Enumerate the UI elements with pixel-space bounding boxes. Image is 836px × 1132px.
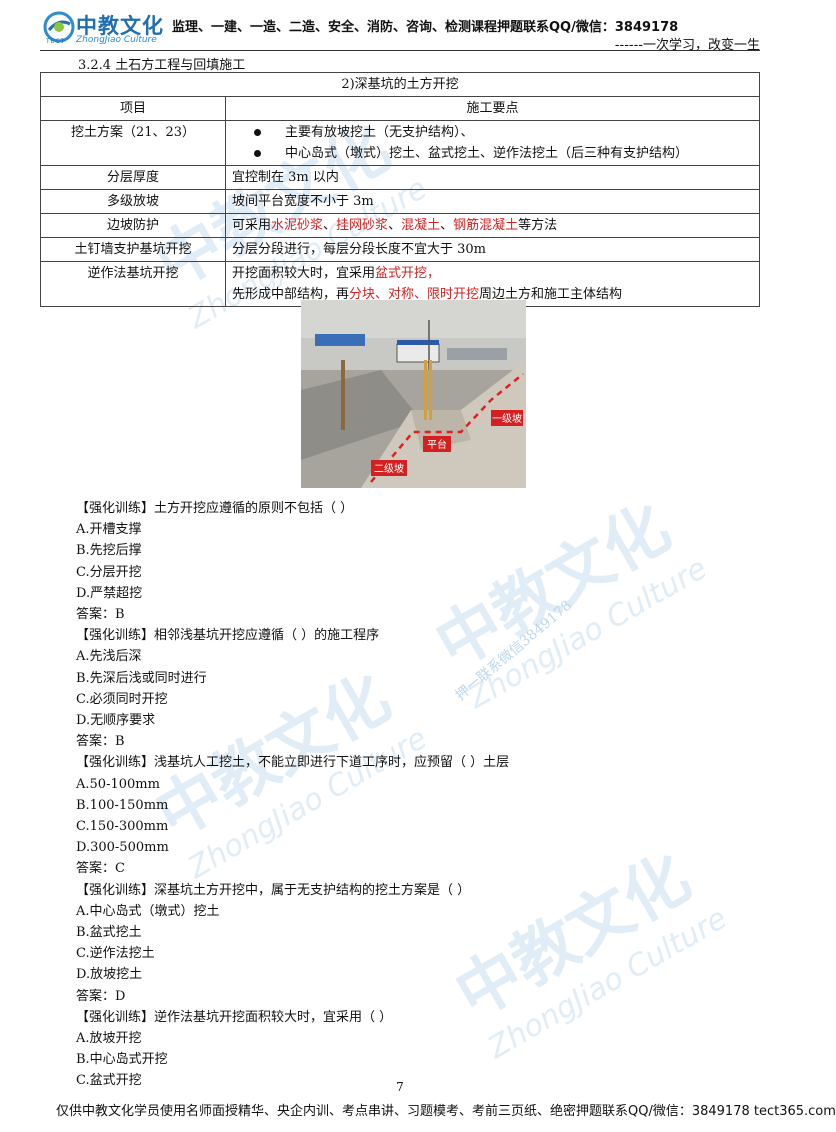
list-item: C.盆式开挖 [76,1073,142,1089]
row-content: 主要有放坡挖土（无支护结构）、 中心岛式（墩式）挖土、盆式挖土、逆作法挖土（后三… [225,120,760,166]
row-content: 分层分段进行，每层分段长度不宜大于 30m [225,237,760,262]
highlight: 分块、对称、限时开挖 [349,287,480,302]
list-item: B.先挖后撑 [76,543,142,559]
row-content: 可采用水泥砂浆、挂网砂浆、混凝土、钢筋混凝土等方法 [225,213,760,238]
separator: 、 [440,218,454,233]
list-item: B.先深后浅或同时进行 [76,670,207,686]
highlight: 混凝土 [401,218,441,233]
header-contact: 监理、一建、一造、二造、安全、消防、咨询、检测课程押题联系QQ/微信：38491… [172,20,679,35]
list-item: 答案：D [76,988,126,1004]
list-item: A.先浅后深 [76,649,142,665]
excavation-illustration: 一级坡 平台 二级坡 [301,300,526,488]
page-header: 中教文化 ZhongJiao Culture TECT 监理、一建、一造、二造、… [40,8,760,53]
row-label: 挖土方案（21、23） [40,120,226,166]
list-item: A.50-100mm [76,776,160,792]
photo-label-top: 一级坡 [492,412,522,425]
table-row: 逆作法基坑开挖 开挖面积较大时，宜采用盆式开挖， 先形成中部结构，再分块、对称、… [40,261,760,307]
list-item: 答案：C [76,861,125,877]
table-row: 多级放坡 坡间平台宽度不小于 3m [40,189,760,214]
text: 开挖面积较大时，宜采用 [232,266,376,281]
label-bg [371,460,407,476]
table-caption-row: 2)深基坑的土方开挖 [40,72,760,97]
table-row: 土钉墙支护基坑开挖 分层分段进行，每层分段长度不宜大于 30m [40,237,760,262]
photo-label-mid: 平台 [427,438,447,451]
list-item: C.分层开挖 [76,564,142,580]
table-row: 边坡防护 可采用水泥砂浆、挂网砂浆、混凝土、钢筋混凝土等方法 [40,213,760,238]
list-item: 【强化训练】深基坑土方开挖中，属于无支护结构的挖土方案是（ ） [76,882,471,898]
list-item: C.150-300mm [76,819,169,835]
list-item: D.300-500mm [76,840,169,856]
bullet-text: 主要有放坡挖土（无支护结构）、 [285,125,474,140]
list-item: D.放坡挖土 [76,967,143,983]
line: 先形成中部结构，再分块、对称、限时开挖周边土方和施工主体结构 [232,284,753,305]
bullet-text: 中心岛式（墩式）挖土、盆式挖土、逆作法挖土（后三种有支护结构） [285,146,689,161]
list-item: A.开槽支撑 [76,522,142,538]
logo-subtext: ZhongJiao Culture [76,35,157,45]
highlight: 挂网砂浆 [336,218,389,233]
list-item: A.放坡开挖 [76,1031,142,1047]
bullet-item: 中心岛式（墩式）挖土、盆式挖土、逆作法挖土（后三种有支护结构） [232,143,753,164]
header-slogan: ------一次学习，改变一生 [614,38,760,53]
list-item: 【强化训练】逆作法基坑开挖面积较大时，宜采用（ ） [76,1009,393,1025]
row-content: 宜控制在 3m 以内 [225,165,760,190]
list-item: B.100-150mm [76,797,169,813]
photo-label-bottom: 二级坡 [374,462,404,475]
table-row: 分层厚度 宜控制在 3m 以内 [40,165,760,190]
list-item: 【强化训练】相邻浅基坑开挖应遵循（ ）的施工程序 [76,628,380,644]
label-bg [491,410,523,426]
row-label: 分层厚度 [40,165,226,190]
header-divider [40,50,760,51]
row-label: 边坡防护 [40,213,226,238]
table-caption: 2)深基坑的土方开挖 [40,72,760,97]
row-label: 土钉墙支护基坑开挖 [40,237,226,262]
text: 等方法 [518,218,558,233]
line: 开挖面积较大时，宜采用盆式开挖， [232,263,753,284]
row-label: 逆作法基坑开挖 [40,261,226,307]
row-content: 坡间平台宽度不小于 3m [225,189,760,214]
practice-questions: 【强化训练】土方开挖应遵循的原则不包括（ ） A.开槽支撑 B.先挖后撑 C.分… [76,498,756,1092]
row-label: 多级放坡 [40,189,226,214]
list-item: A.中心岛式（墩式）挖土 [76,903,220,919]
list-item: B.盆式挖土 [76,925,142,941]
logo-tect: TECT [46,38,66,45]
highlight: 水泥砂浆 [271,218,324,233]
separator: 、 [323,218,337,233]
list-item: 答案：B [76,607,125,623]
list-item: 【强化训练】土方开挖应遵循的原则不包括（ ） [76,501,354,516]
list-item: B.中心岛式开挖 [76,1052,168,1068]
text: 可采用 [232,218,272,233]
list-item: 答案：B [76,734,125,750]
highlight: 盆式开挖， [375,266,441,281]
logo-text: 中教文化 [76,14,164,38]
separator: 、 [388,218,402,233]
table-row: 挖土方案（21、23） 主要有放坡挖土（无支护结构）、 中心岛式（墩式）挖土、盆… [40,120,760,166]
page-number: 7 [396,1080,404,1094]
excavation-photo: 一级坡 平台 二级坡 [301,300,526,488]
list-item: D.严禁超挖 [76,585,143,601]
column-header: 施工要点 [225,96,760,121]
column-header: 项目 [40,96,226,121]
bullet-item: 主要有放坡挖土（无支护结构）、 [232,122,753,143]
bullet-icon [254,129,261,136]
globe-icon [43,11,75,43]
list-item: 【强化训练】浅基坑人工挖土，不能立即进行下道工序时，应预留（ ）土层 [76,755,510,771]
highlight: 钢筋混凝土 [453,218,519,233]
logo: 中教文化 ZhongJiao Culture TECT [40,8,170,52]
bullet-icon [254,150,261,157]
list-item: C.必须同时开挖 [76,691,168,707]
list-item: D.无顺序要求 [76,713,156,729]
text: 周边土方和施工主体结构 [479,287,623,302]
list-item: C.逆作法挖土 [76,946,155,962]
construction-points-table: 2)深基坑的土方开挖 项目 施工要点 挖土方案（21、23） 主要有放坡挖土（无… [40,72,760,307]
row-content: 开挖面积较大时，宜采用盆式开挖， 先形成中部结构，再分块、对称、限时开挖周边土方… [225,261,760,307]
label-bg [423,436,451,452]
page-footer: 仅供中教文化学员使用名师面授精华、央企内训、考点串讲、习题模考、考前三页纸、绝密… [56,1104,836,1119]
text: 先形成中部结构，再 [232,287,350,302]
table-header-row: 项目 施工要点 [40,96,760,121]
section-title: 3.2.4 土石方工程与回填施工 [78,58,246,73]
